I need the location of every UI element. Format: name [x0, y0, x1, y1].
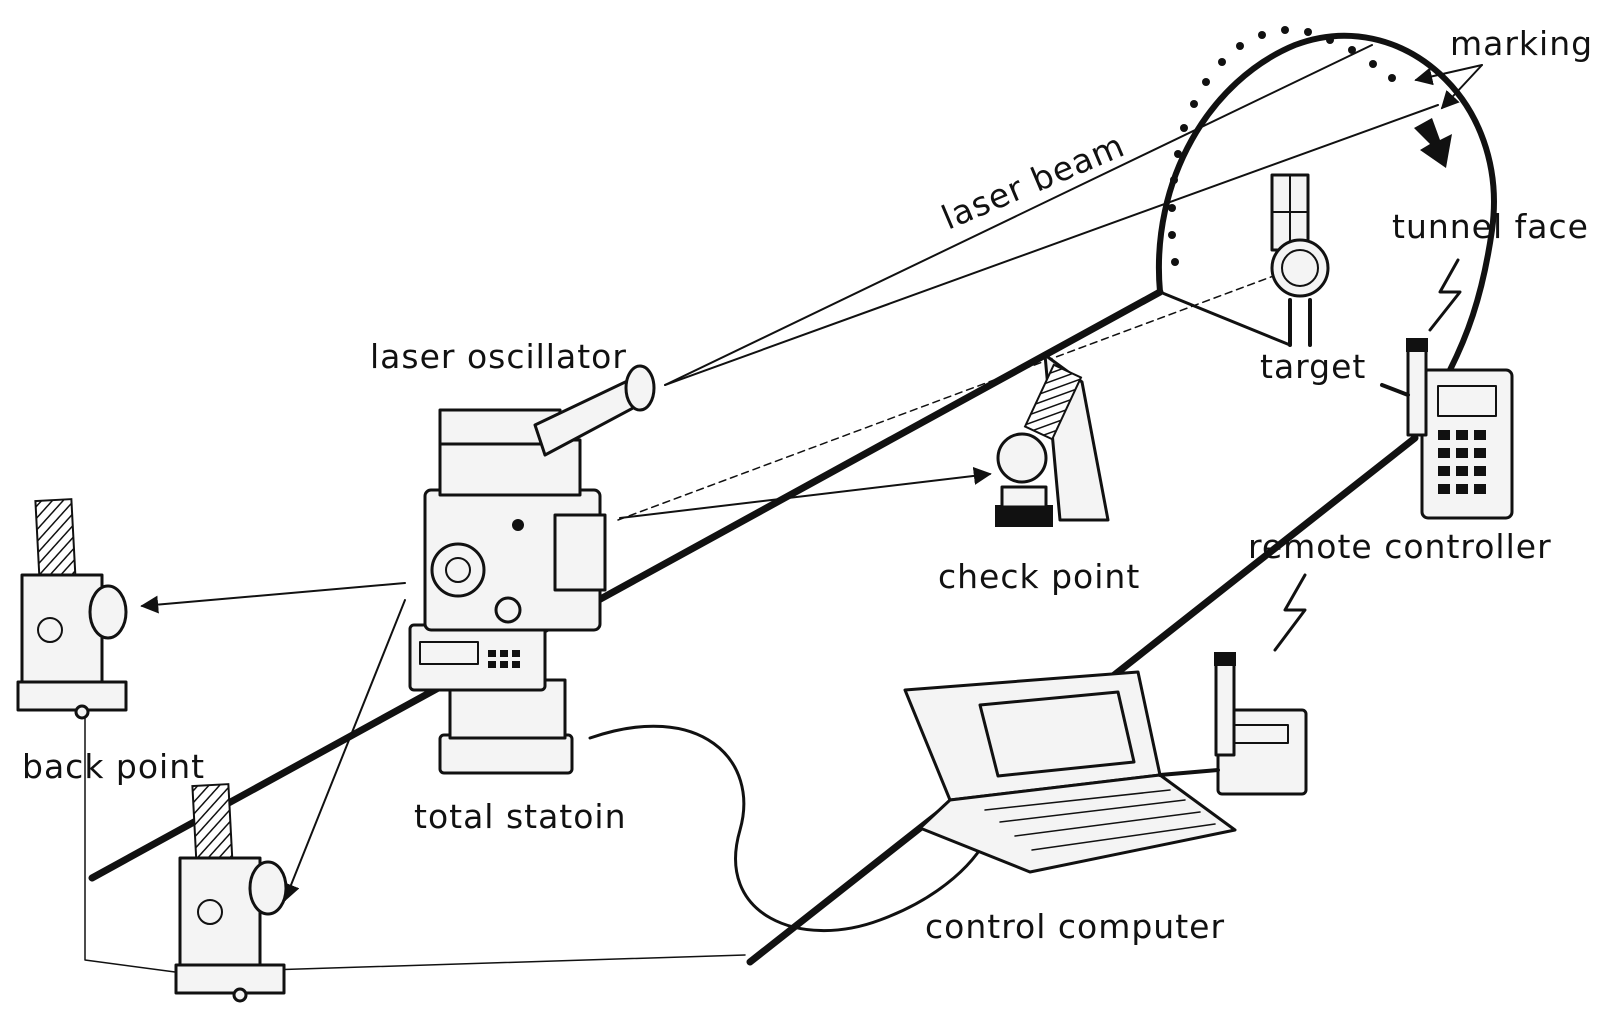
tunnel-floor-lines: [88, 288, 1419, 966]
label-target: target: [1260, 347, 1366, 386]
back-point-upper-icon: [16, 498, 128, 720]
label-marking: marking: [1450, 24, 1593, 63]
total-station-icon: [408, 364, 656, 775]
label-back-point: back point: [22, 747, 205, 786]
face-marking-dots: [1168, 26, 1396, 266]
remote-controller-icon: [1380, 338, 1514, 520]
station-arrows: [140, 466, 992, 902]
wireless-icon: [1273, 258, 1462, 652]
label-laser-oscillator: laser oscillator: [370, 337, 627, 376]
laser-beams: [664, 44, 1439, 386]
label-remote-controller: remote controller: [1248, 527, 1552, 566]
back-point-lower-icon: [174, 783, 288, 1003]
label-tunnel-face: tunnel face: [1392, 207, 1589, 246]
label-laser-beam: laser beam: [936, 125, 1130, 237]
marking-arrows: [1414, 64, 1483, 110]
back-point-baseline: [84, 699, 746, 973]
label-control-computer: control computer: [925, 907, 1225, 946]
label-check-point: check point: [938, 557, 1140, 596]
face-arrow-icon: [1414, 118, 1452, 168]
data-cable: [588, 724, 992, 933]
label-total-station: total statoin: [414, 797, 627, 836]
check-point-icon: [995, 353, 1110, 527]
tunnel-face: [1155, 26, 1497, 373]
target-icon: [1270, 173, 1330, 347]
sight-lines: [617, 267, 1296, 521]
control-computer-icon: [903, 652, 1308, 874]
